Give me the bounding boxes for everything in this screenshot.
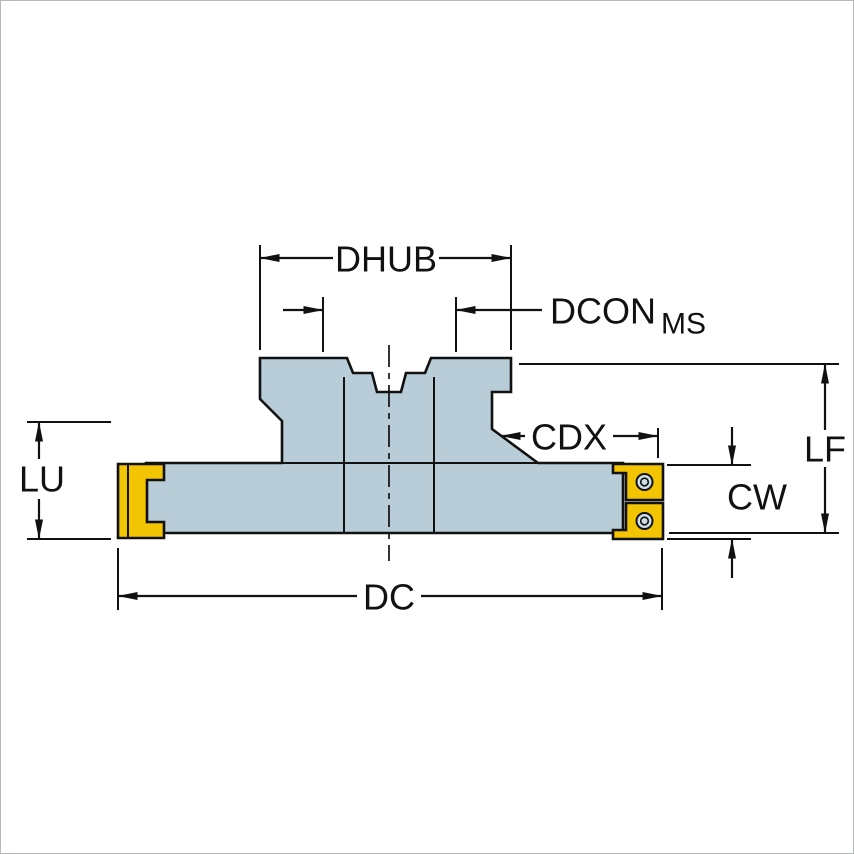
dim-label-dc: DC — [363, 577, 415, 618]
dim-lu: LU — [19, 421, 111, 540]
dim-cw: CW — [667, 427, 787, 578]
screw-hole-bottom-inner — [639, 516, 650, 526]
dim-label-dcon-subscript: MS — [661, 308, 706, 341]
screw-hole-top-inner — [639, 477, 650, 487]
dim-label-cw: CW — [727, 477, 787, 518]
dim-dhub: DHUB — [259, 239, 512, 350]
dim-label-cdx: CDX — [531, 417, 607, 458]
dim-label-lf: LF — [804, 429, 846, 470]
dim-label-dhub: DHUB — [335, 239, 437, 280]
dim-lf: LF — [519, 363, 846, 534]
dim-label-lu: LU — [19, 459, 65, 500]
dim-label-dcon: DCON — [550, 291, 656, 332]
screw-hole-bottom — [635, 512, 654, 530]
dim-dcon: DCON MS — [283, 291, 706, 352]
dim-dc: DC — [117, 548, 663, 618]
dim-cdx: CDX — [500, 417, 659, 458]
cutter-body-group — [144, 356, 625, 535]
left-insert — [116, 462, 166, 540]
right-insert-group — [611, 462, 665, 541]
screw-hole-top — [635, 473, 654, 491]
left-insert-group — [116, 462, 166, 540]
cutter-body — [144, 356, 625, 535]
